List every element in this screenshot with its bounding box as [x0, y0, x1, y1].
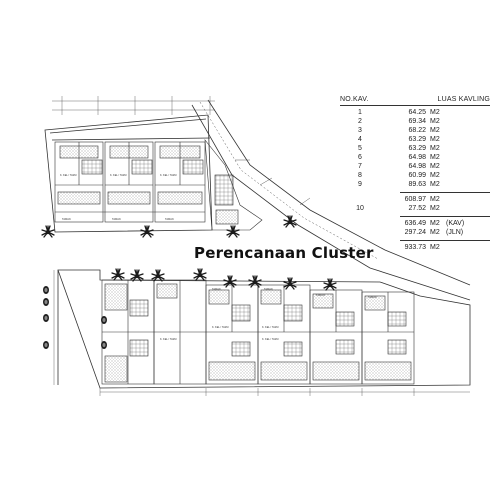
svg-text:K. KEL / TAMU: K. KEL / TAMU	[262, 338, 279, 341]
svg-text:TAMAN: TAMAN	[62, 218, 71, 221]
cell-note	[444, 135, 476, 144]
top-housing-units	[54, 141, 206, 223]
table-row: 3 68.22 M2	[340, 126, 490, 135]
svg-text:TAMAN: TAMAN	[212, 288, 221, 291]
cell-unit: M2	[430, 127, 440, 134]
table-row: 8 60.99 M2	[340, 171, 490, 180]
top-room-labels: K. KEL / TAMU K. KEL / TAMU K. KEL / TAM…	[60, 174, 177, 221]
table-row-total: 933.73 M2	[404, 244, 440, 251]
table-row-jln: 297.24 M2 (JLN)	[404, 229, 464, 236]
cell-no: 2	[358, 118, 362, 125]
cell-no: 1	[358, 109, 362, 116]
cell-no: 8	[358, 172, 362, 179]
cell-unit: M2	[430, 181, 440, 188]
cell-note	[444, 144, 476, 153]
table-row: 6 64.98 M2	[340, 153, 490, 162]
bottom-room-labels: K. KEL / TAMU K. KEL / TAMU K. KEL / TAM…	[160, 288, 377, 341]
cell-unit: M2	[430, 109, 440, 116]
cell-area: 60.99	[408, 172, 426, 179]
svg-text:TAMAN: TAMAN	[112, 218, 121, 221]
cell-area: 63.29	[408, 136, 426, 143]
bottom-housing-units	[101, 279, 415, 385]
svg-text:TAMAN: TAMAN	[368, 296, 377, 299]
svg-text:TAMAN: TAMAN	[264, 288, 273, 291]
cell-area: 63.29	[408, 145, 426, 152]
table-row: 4 63.29 M2	[340, 135, 490, 144]
svg-text:K. KEL / TAMU: K. KEL / TAMU	[212, 326, 229, 329]
header-lot-area: LUAS KAVLING	[437, 96, 490, 103]
svg-text:K. KEL / TAMU: K. KEL / TAMU	[160, 338, 177, 341]
bottom-dimension-lines	[53, 270, 470, 396]
cell-unit: M2	[430, 136, 440, 143]
cell-note	[444, 117, 476, 126]
table-row: 9 89.63 M2	[340, 180, 490, 189]
table-row-subtotal: 608.97 M2	[404, 196, 440, 203]
svg-text:TAMAN: TAMAN	[316, 294, 325, 297]
cell-area: 69.34	[408, 118, 426, 125]
svg-text:K. KEL / TAMU: K. KEL / TAMU	[160, 174, 177, 177]
cell-note	[444, 126, 476, 135]
table-separator	[400, 192, 490, 193]
cell-note	[444, 180, 476, 189]
svg-text:TAMAN: TAMAN	[165, 218, 174, 221]
bottom-cluster-outline	[57, 269, 471, 389]
cell-no: 3	[358, 127, 362, 134]
cell-area: 89.63	[408, 181, 426, 188]
svg-text:K. KEL / TAMU: K. KEL / TAMU	[110, 174, 127, 177]
svg-text:K. KEL / TAMU: K. KEL / TAMU	[60, 174, 77, 177]
cell-unit: M2	[430, 118, 440, 125]
cell-note	[444, 171, 476, 180]
svg-text:K. KEL / TAMU: K. KEL / TAMU	[262, 326, 279, 329]
top-dimension-lines	[52, 96, 215, 115]
cell-note	[444, 108, 476, 117]
cell-no: 9	[358, 181, 362, 188]
table-row: 7 64.98 M2	[340, 162, 490, 171]
cell-area: 64.98	[408, 163, 426, 170]
table-row: 1 64.25 M2	[340, 108, 490, 117]
cell-area: 64.98	[408, 154, 426, 161]
cell-unit: M2	[430, 163, 440, 170]
cell-no: 4	[358, 136, 362, 143]
cell-area: 68.22	[408, 127, 426, 134]
cell-no: 6	[358, 154, 362, 161]
diagonal-road	[191, 99, 471, 301]
table-row: 5 63.29 M2	[340, 144, 490, 153]
cell-area: 64.25	[408, 109, 426, 116]
table-row-kav: 636.49 M2 (KAV)	[404, 220, 465, 227]
table-row-10: 10 27.52 M2	[356, 205, 440, 212]
cell-note	[444, 153, 476, 162]
table-separator	[400, 240, 490, 241]
table-row: 2 69.34 M2	[340, 117, 490, 126]
park-area	[204, 139, 263, 231]
plan-title: Perencanaan Cluster	[194, 244, 374, 262]
header-lot-number: NO.KAV.	[340, 96, 369, 103]
table-separator	[400, 216, 490, 217]
cell-unit: M2	[430, 172, 440, 179]
cell-no: 5	[358, 145, 362, 152]
cell-unit: M2	[430, 154, 440, 161]
cell-no: 7	[358, 163, 362, 170]
cell-unit: M2	[430, 145, 440, 152]
table-header: NO.KAV. LUAS KAVLING	[340, 96, 490, 106]
cell-note	[444, 162, 476, 171]
